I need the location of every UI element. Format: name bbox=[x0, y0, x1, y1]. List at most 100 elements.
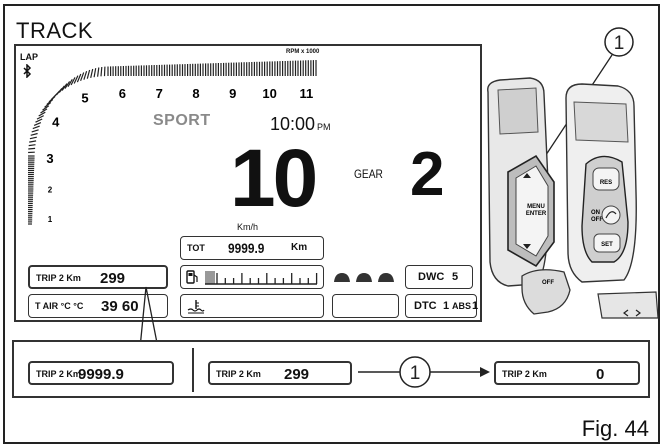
housing-top-panel bbox=[497, 87, 539, 135]
coolant-icon bbox=[187, 300, 205, 314]
sequence-before-value: 9999.9 bbox=[78, 366, 124, 383]
tach-tick bbox=[80, 72, 85, 82]
sequence-current-value: 299 bbox=[284, 366, 310, 383]
tach-tick bbox=[38, 111, 46, 117]
arrow-down-icon bbox=[523, 244, 531, 249]
set-label: SET bbox=[601, 242, 613, 248]
dtc-value: 1 bbox=[443, 300, 450, 312]
status-indicator-icons bbox=[334, 273, 394, 282]
rpm-unit-label: RPM x 1000 bbox=[286, 49, 320, 55]
sequence-after-value: 0 bbox=[596, 366, 605, 383]
speed-value: 10 bbox=[230, 133, 318, 224]
tach-tick bbox=[93, 68, 97, 78]
sequence-divider bbox=[192, 348, 194, 392]
dwc-label: DWC bbox=[418, 271, 445, 283]
sequence-trip-current: TRIP 2 Km 299 bbox=[208, 361, 352, 385]
sequence-arrow: 1 bbox=[358, 356, 490, 388]
tach-label: 3 bbox=[46, 151, 53, 166]
lower-right-housing bbox=[597, 291, 659, 319]
arrow-up-icon bbox=[523, 173, 531, 178]
tach-tick bbox=[73, 75, 79, 84]
cruise-dial-button[interactable] bbox=[601, 205, 621, 225]
tach-tick bbox=[44, 102, 52, 108]
trip-reset-sequence: TRIP 2 Km 9999.9 TRIP 2 Km 299 1 TRIP 2 … bbox=[12, 340, 650, 398]
trip-box: TRIP 2 Km 299 bbox=[28, 265, 168, 289]
gear-value: 2 bbox=[410, 140, 445, 209]
tach-label: 11 bbox=[300, 86, 314, 101]
tot-value: 9999.9 bbox=[228, 240, 265, 256]
res-button[interactable] bbox=[592, 167, 620, 191]
tach-tick bbox=[28, 147, 36, 150]
sequence-trip-label: TRIP 2 Km bbox=[502, 369, 547, 379]
tach-label: 10 bbox=[262, 86, 276, 101]
clock-time: 10:00 bbox=[270, 114, 316, 134]
abs-label: ABS bbox=[452, 301, 472, 311]
tach-tick bbox=[29, 140, 37, 143]
tach-tick bbox=[97, 67, 100, 77]
callout-number: 1 bbox=[614, 33, 625, 54]
fuel-pump-icon bbox=[186, 270, 198, 284]
coolant-box bbox=[180, 294, 324, 318]
tach-tick bbox=[70, 77, 76, 86]
tach-tick bbox=[42, 105, 50, 111]
sequence-trip-after: TRIP 2 Km 0 bbox=[494, 361, 640, 385]
tach-tick bbox=[30, 132, 38, 136]
dwc-box: DWC 5 bbox=[405, 265, 473, 289]
tot-label: TOT bbox=[187, 243, 205, 253]
off-label: OFF bbox=[542, 280, 554, 286]
tach-tick bbox=[28, 144, 36, 147]
tach-tick bbox=[29, 136, 37, 140]
blank-indicator-box bbox=[332, 294, 399, 318]
tach-tick bbox=[36, 115, 44, 120]
tach-tick bbox=[31, 129, 39, 133]
page-title: TRACK bbox=[16, 18, 94, 43]
lap-label: LAP bbox=[20, 52, 38, 62]
res-label: RES bbox=[600, 180, 612, 186]
tach-label: 9 bbox=[229, 86, 236, 101]
tach-tick bbox=[33, 122, 42, 126]
tot-unit: Km bbox=[291, 242, 308, 253]
dtc-abs-box: DTC 1 ABS 1 bbox=[405, 294, 479, 318]
air-temp-label: T AIR °C °C bbox=[35, 301, 84, 311]
tach-label: 5 bbox=[81, 90, 88, 105]
odometer-box: TOT 9999.9 Km bbox=[180, 236, 324, 260]
lower-switch bbox=[521, 269, 571, 315]
clock-period: PM bbox=[317, 122, 331, 132]
tach-tick bbox=[35, 118, 43, 123]
tach-tick bbox=[32, 125, 40, 130]
tach-label: 8 bbox=[192, 86, 199, 101]
bluetooth-icon bbox=[23, 64, 32, 78]
callout-circle bbox=[604, 27, 634, 57]
fuel-level-fill bbox=[205, 271, 215, 284]
tach-label: 7 bbox=[156, 86, 163, 101]
set-button[interactable] bbox=[593, 233, 621, 253]
sequence-trip-label: TRIP 2 Km bbox=[36, 369, 81, 379]
tach-tick bbox=[83, 71, 88, 80]
tach-label: 6 bbox=[119, 86, 126, 101]
turn-signal-icon bbox=[623, 309, 641, 317]
fuel-level-bar bbox=[205, 271, 318, 285]
tach-tick bbox=[100, 66, 103, 77]
tach-tick bbox=[40, 108, 48, 114]
dwc-value: 5 bbox=[452, 271, 459, 283]
arrow-right-icon bbox=[480, 367, 490, 377]
tach-label: 1 bbox=[48, 215, 53, 224]
figure-caption: Fig. 44 bbox=[581, 416, 649, 441]
sequence-trip-label: TRIP 2 Km bbox=[216, 369, 261, 379]
air-temp-value: 39 60 bbox=[101, 298, 139, 315]
speed-unit: Km/h bbox=[237, 222, 259, 232]
tach-tick bbox=[64, 81, 71, 89]
tach-tick bbox=[76, 73, 82, 83]
tach-label: 4 bbox=[52, 115, 60, 130]
fuel-gauge-box bbox=[180, 265, 324, 289]
menu-joystick-face bbox=[515, 165, 549, 257]
trip-value: 299 bbox=[100, 270, 126, 287]
abs-value: 1 bbox=[472, 300, 479, 312]
cruise-icon bbox=[605, 211, 617, 219]
